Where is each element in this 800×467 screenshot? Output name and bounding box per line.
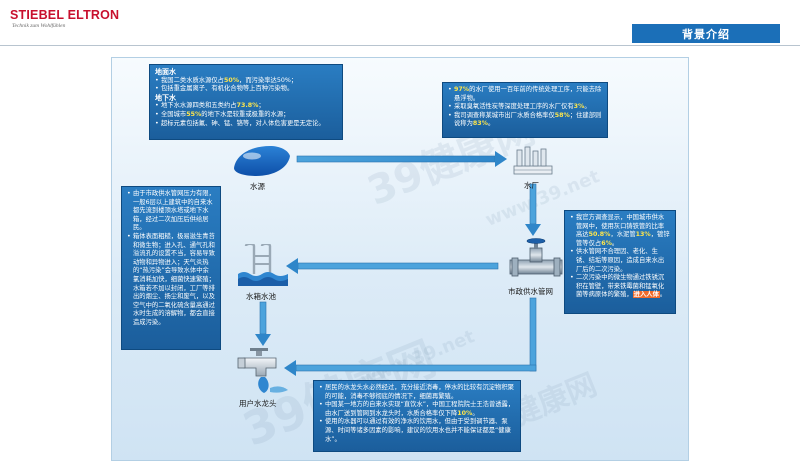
faucet-icon (237, 348, 288, 393)
arrow-tank-to-tap (255, 301, 271, 346)
brand-name: STIEBEL ELTRON (10, 8, 120, 22)
surface-water-heading: 地面水 (155, 68, 176, 76)
info-bullet: 超标元素包括氟、砷、锰、铬等，对人体危害更是无定论。 (155, 120, 337, 129)
info-bullet: 全国城市55%的地下水是较重或极重的水源； (155, 111, 337, 120)
arrow-plant-to-pipe (525, 183, 541, 236)
info-bullet: 居民的水龙头水必然经过，充分接近消毒，停水的比较有沉淀物积聚的可能，消毒不够彻底… (319, 384, 515, 401)
info-bullet: 采取臭氧活性炭等深度处理工序的水厂仅有3%。 (448, 103, 602, 112)
section-title: 背景介绍 (632, 24, 780, 43)
water-flow-diagram: 39健康网 39健康网 39健康网 www.39.net www.39.net (111, 57, 689, 461)
arrow-source-to-plant (296, 151, 507, 167)
arrow-pipe-to-tank (286, 258, 499, 274)
water-plant-icon (513, 146, 553, 175)
brand-tagline: Technik zum Wohlfühlen (12, 23, 66, 29)
info-bullet: 供水管网不合理因、老化、生锈、结垢等原因，造成自来水出厂后的二次污染。 (570, 248, 670, 274)
info-bullet: 我国二类水质水源仅占50%，而污染率达50%； (155, 77, 337, 86)
info-bullet: 由于市政供水管网压力有限，一般6层以上建筑中的自来水都先流到楼顶水塔或地下水箱，… (127, 190, 215, 233)
node-label-tank: 水箱水池 (246, 292, 276, 301)
info-bullet: 二次污染中的微生物通过铁锈沉积在管壁，带来铁霉菌和锰氧化菌等病原体的繁殖，进入人… (570, 274, 670, 300)
info-bullet: 地下水水源四类和五类约占73.8%； (155, 102, 337, 111)
water-drop-icon (234, 146, 290, 176)
info-bullet: 我司调查称某城市出厂水质合格率仅58%；住建部则说称为83%。 (448, 112, 602, 129)
arrow-pipe-to-tap (284, 297, 537, 376)
flow-arrows (255, 151, 541, 376)
header-divider (0, 45, 800, 46)
plant-info-box: 97%的水厂使用一百年前的传统处理工序，只能去除悬浮物。 采取臭氧活性炭等深度处… (442, 82, 608, 138)
pool-ladder-icon (238, 244, 288, 286)
node-label-source: 水源 (250, 182, 265, 191)
info-bullet: 中国某一地方的自来水实现“直饮水”，中国工程院院士王浩曾透露，由水厂送到管网到水… (319, 401, 515, 418)
info-bullet: 包括重金属离子、有机化合物等上百种污染物。 (155, 85, 337, 94)
info-bullet: 箱体表面粗糙，极易滋生青苔和微生物；进入孔、通气孔和溢流孔的设置不当，容易导致动… (127, 233, 215, 328)
info-bullet: 97%的水厂使用一百年前的传统处理工序，只能去除悬浮物。 (448, 86, 602, 103)
pipe-info-box: 我官方调查显示，中国城市供水管网中，使用灰口铸铁管的比率高达50.8%，水泥管1… (564, 210, 676, 314)
tap-info-box: 居民的水龙头水必然经过，充分接近消毒，停水的比较有沉淀物积聚的可能，消毒不够彻底… (313, 380, 521, 452)
node-label-pipe: 市政供水管网 (508, 287, 553, 296)
tank-info-box: 由于市政供水管网压力有限，一般6层以上建筑中的自来水都先流到楼顶水塔或地下水箱，… (121, 186, 221, 350)
ground-water-heading: 地下水 (155, 93, 176, 102)
info-bullet: 我官方调查显示，中国城市供水管网中，使用灰口铸铁管的比率高达50.8%，水泥管1… (570, 214, 670, 248)
node-label-plant: 水厂 (524, 181, 539, 190)
brand-logo: STIEBEL ELTRON Technik zum Wohlfühlen (10, 8, 119, 30)
pipe-valve-icon (509, 238, 563, 277)
info-bullet: 使用的水器可以通过有效的净水的饮用水，但由于受到调节器、泵源、时间等诸多因素的影… (319, 418, 515, 444)
source-info-box: 地面水 我国二类水质水源仅占50%，而污染率达50%； 包括重金属离子、有机化合… (149, 64, 343, 140)
node-label-tap: 用户水龙头 (239, 399, 277, 408)
